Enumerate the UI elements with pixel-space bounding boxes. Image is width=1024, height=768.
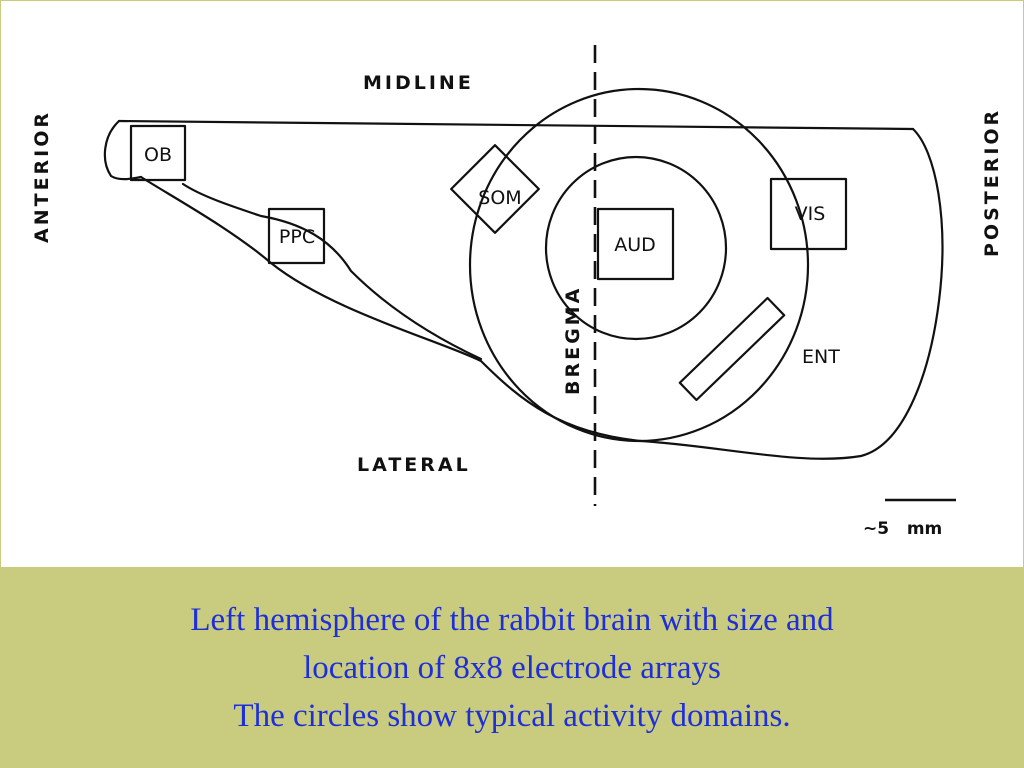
ent-array	[678, 296, 786, 402]
diagram-panel: MIDLINE LATERAL ANTERIOR POSTERIOR BREGM…	[0, 0, 1024, 568]
caption-line-3: The circles show typical activity domain…	[233, 698, 791, 734]
aud-array	[596, 207, 675, 281]
posterior-label: POSTERIOR	[981, 108, 1003, 257]
ppc-label: PPC	[279, 226, 315, 248]
ppc-array	[267, 207, 326, 265]
vis-label: VIS	[795, 203, 826, 225]
anterior-label: ANTERIOR	[31, 110, 53, 243]
midline-label: MIDLINE	[363, 72, 474, 94]
caption-line-1: Left hemisphere of the rabbit brain with…	[190, 602, 834, 638]
olfactory-tip	[103, 119, 143, 181]
brain-diagram: MIDLINE LATERAL ANTERIOR POSTERIOR BREGM…	[31, 45, 1003, 539]
vis-array	[769, 177, 848, 251]
midline-edge	[117, 119, 915, 131]
bregma-label: BREGMA	[562, 286, 584, 395]
ob-array	[129, 124, 187, 182]
scale-label: ~5 mm	[863, 519, 942, 539]
caption: Left hemisphere of the rabbit brain with…	[0, 596, 1024, 740]
som-label: SOM	[478, 187, 521, 209]
ob-label: OB	[144, 144, 172, 166]
outer-activity-circle	[468, 87, 810, 443]
caption-line-2: location of 8x8 electrode arrays	[303, 650, 721, 686]
ent-label: ENT	[802, 346, 840, 368]
aud-label: AUD	[614, 234, 656, 256]
frontal-fold	[181, 182, 483, 361]
inner-activity-circle	[544, 155, 728, 341]
som-array	[450, 144, 540, 234]
lateral-label: LATERAL	[357, 454, 471, 476]
